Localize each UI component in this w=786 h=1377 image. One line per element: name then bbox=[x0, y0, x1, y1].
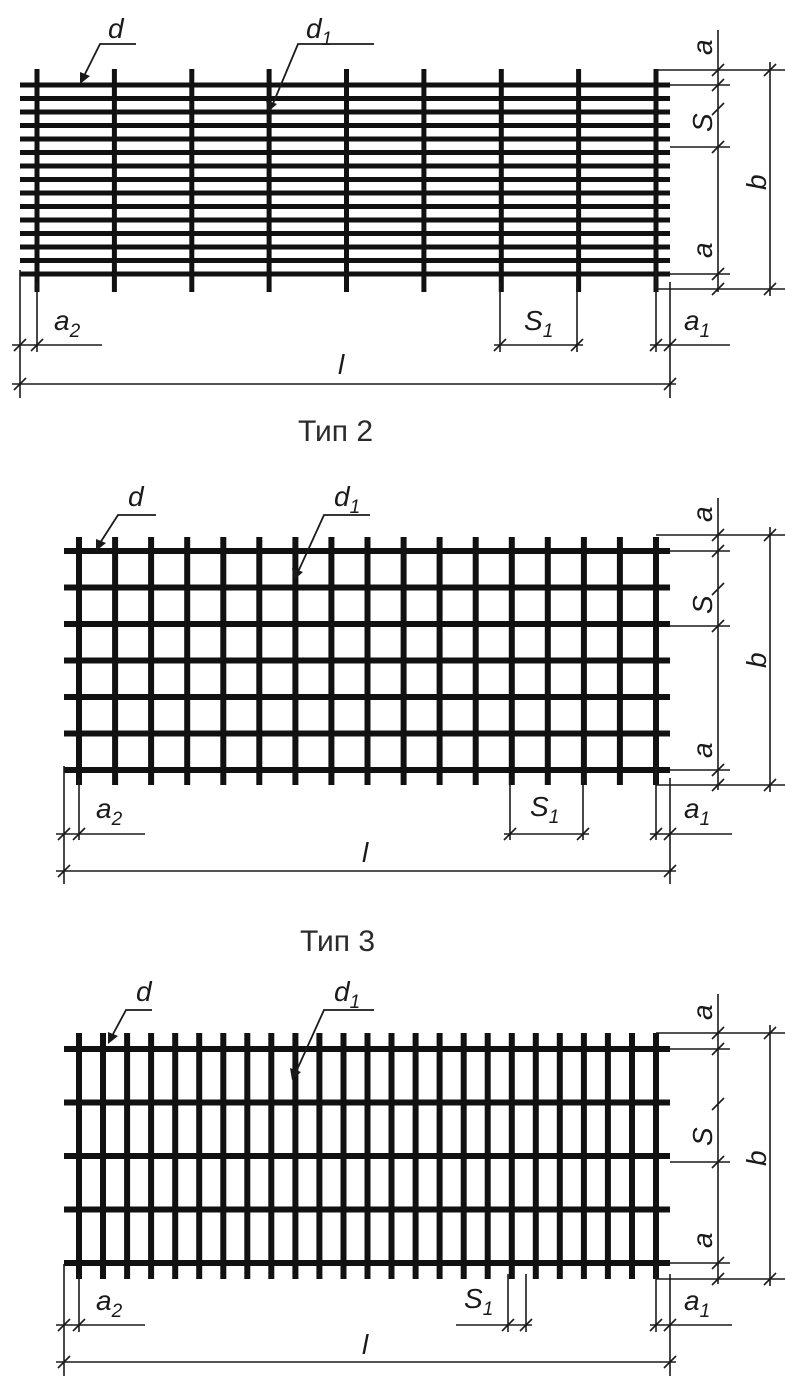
callout-d1-label: d1 bbox=[334, 976, 360, 1013]
dim-a-bottom-label: a bbox=[687, 1232, 718, 1248]
dim-s-label: S bbox=[687, 113, 718, 132]
dim-a2-label: a2 bbox=[96, 1285, 123, 1322]
callout-d-label: d bbox=[128, 481, 145, 512]
right-dimensions: a S a b bbox=[656, 30, 785, 296]
dim-b-label: b bbox=[741, 652, 772, 668]
callout-d1-label: d1 bbox=[334, 481, 360, 518]
dim-a1-label: a1 bbox=[684, 793, 710, 830]
transverse-bars bbox=[76, 1033, 659, 1279]
transverse-bars bbox=[76, 537, 659, 785]
dim-b-label: b bbox=[741, 1150, 772, 1166]
dim-s-label: S bbox=[687, 595, 718, 614]
dim-a-top-label: a bbox=[687, 1004, 718, 1020]
dim-a-top-label: a bbox=[687, 39, 718, 55]
dim-s1-label: S1 bbox=[530, 791, 559, 828]
dim-l-label: l bbox=[362, 1329, 369, 1360]
type2-title: Тип 2 bbox=[298, 415, 373, 448]
dim-a1-label: a1 bbox=[684, 1285, 710, 1322]
dim-a-top-label: a bbox=[687, 506, 718, 522]
mesh-type2: a S a b a2 S1 a1 l bbox=[56, 481, 785, 884]
bar-callouts: d d1 bbox=[80, 13, 374, 112]
mesh-type3: a S a b a2 S1 a1 l bbox=[56, 976, 785, 1376]
right-dimensions: a S a b bbox=[656, 498, 785, 792]
callout-d-label: d bbox=[136, 976, 153, 1007]
bar-callouts: d d1 bbox=[108, 976, 374, 1080]
dim-a2-label: a2 bbox=[96, 793, 123, 830]
bottom-dimensions: a2 S1 a1 l bbox=[56, 766, 732, 884]
right-dimensions: a S a b bbox=[656, 994, 785, 1286]
dim-a1-label: a1 bbox=[684, 305, 710, 342]
bottom-dimensions: a2 S1 a1 l bbox=[56, 1264, 732, 1376]
bar-callouts: d d1 bbox=[96, 481, 370, 580]
bottom-dimensions: a2 S1 a1 l bbox=[12, 270, 730, 398]
dim-s-label: S bbox=[687, 1127, 718, 1146]
dim-a-bottom-label: a bbox=[687, 242, 718, 258]
type3-title: Тип 3 bbox=[300, 925, 375, 958]
callout-d1-label: d1 bbox=[306, 13, 332, 50]
dim-s1-label: S1 bbox=[464, 1283, 493, 1320]
dim-l-label: l bbox=[338, 349, 345, 380]
dim-b-label: b bbox=[741, 174, 772, 190]
mesh-type1: a S a b a2 S1 a1 bbox=[12, 13, 785, 398]
dim-l-label: l bbox=[362, 837, 369, 868]
dim-s1-label: S1 bbox=[524, 305, 553, 342]
callout-d-label: d bbox=[108, 13, 125, 44]
dim-a-bottom-label: a bbox=[687, 742, 718, 758]
dim-a2-label: a2 bbox=[54, 305, 81, 342]
